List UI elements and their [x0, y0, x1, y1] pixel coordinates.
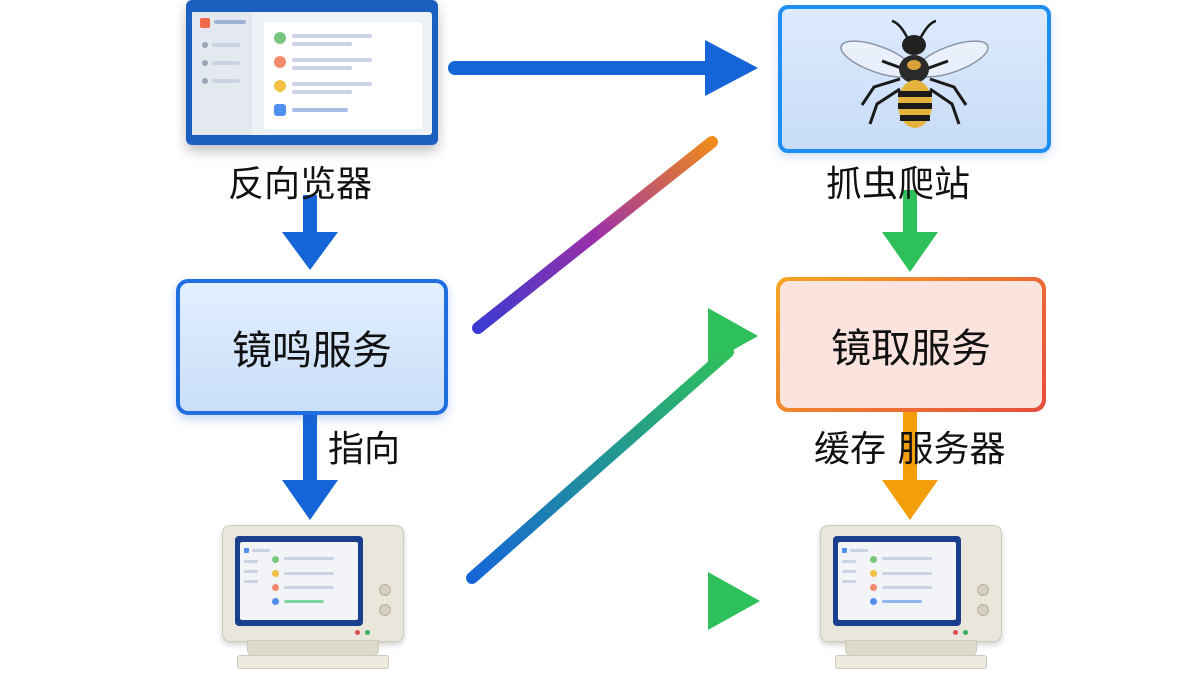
browser-sidebar	[192, 12, 252, 135]
arrow-bottom-horizontal	[445, 572, 760, 630]
arrow-middle-horizontal	[444, 308, 758, 364]
keyboard	[237, 655, 389, 669]
crawler-box	[778, 5, 1051, 153]
mirror-service-box: 镜鸣服务	[176, 279, 448, 415]
arrow-diagonal-red	[472, 136, 718, 334]
browser-viewport	[192, 12, 432, 135]
crawler-label: 抓虫爬站	[826, 164, 971, 205]
arrow-right-vertical-green	[882, 190, 938, 272]
bee-icon	[840, 19, 989, 128]
keyboard	[835, 655, 987, 669]
arrow-left-vertical-2	[282, 410, 338, 520]
arrow-left-vertical-1	[282, 195, 338, 270]
pointer-caption: 指向	[328, 429, 401, 470]
browser-window-icon	[186, 0, 438, 145]
desktop-computer-icon	[820, 525, 1002, 670]
arrow-top-horizontal	[448, 40, 758, 96]
fetch-service-label: 镜取服务	[831, 325, 991, 372]
cache-server-caption: 缓存 服务器	[814, 429, 1006, 470]
browser-content-card	[264, 22, 422, 129]
mirror-service-label: 镜鸣服务	[232, 328, 392, 374]
desktop-computer-icon	[222, 525, 404, 670]
fetch-service-box: 镜取服务	[776, 277, 1046, 412]
arrow-diagonal-green	[466, 346, 734, 584]
browser-label: 反向览器	[228, 164, 373, 205]
arrow-right-vertical-orange	[882, 410, 938, 520]
